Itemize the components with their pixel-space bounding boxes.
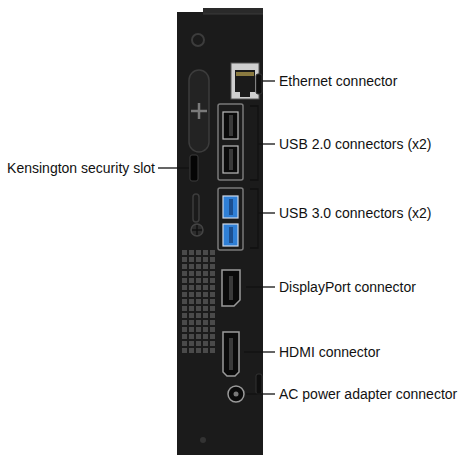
usb3-port xyxy=(223,196,238,218)
vent-grille xyxy=(182,250,215,355)
cover-panel xyxy=(189,70,209,152)
power-jack xyxy=(228,386,244,402)
usb2-port xyxy=(223,112,238,139)
top-lip xyxy=(203,8,263,14)
callout-label: DisplayPort connector xyxy=(279,279,416,296)
usb3-bracket xyxy=(218,188,243,250)
callout-label: USB 2.0 connectors (x2) xyxy=(279,136,432,153)
screw xyxy=(191,224,203,236)
callout-label: HDMI connector xyxy=(279,344,380,361)
housing xyxy=(177,12,263,455)
leader-lines xyxy=(158,81,275,394)
button xyxy=(192,34,204,46)
displayport xyxy=(222,270,240,306)
callout-label: Kensington security slot xyxy=(7,160,155,177)
padlock-ring xyxy=(193,194,199,222)
usb2-port xyxy=(223,146,238,173)
hdmi-port xyxy=(223,332,239,376)
ethernet-port xyxy=(231,63,259,99)
usb3-port xyxy=(223,224,238,246)
callout-label: AC power adapter connector xyxy=(279,386,457,403)
kensington-slot xyxy=(190,155,198,181)
usb2-bracket xyxy=(218,104,243,180)
callout-label: Ethernet connector xyxy=(279,73,397,90)
callout-label: USB 3.0 connectors (x2) xyxy=(279,205,432,222)
